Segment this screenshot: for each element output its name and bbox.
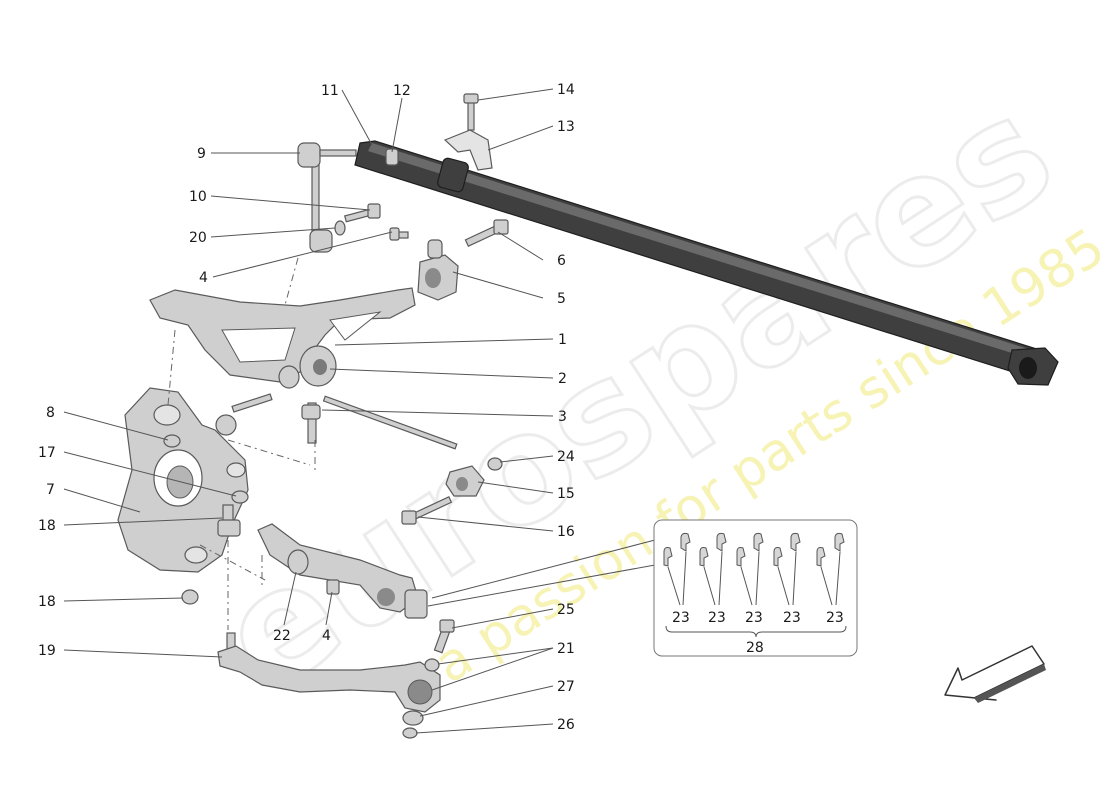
callout-2: 2 — [558, 371, 567, 387]
callout-25: 25 — [557, 602, 575, 618]
nut-17 — [231, 490, 249, 504]
callout-11: 11 — [321, 83, 339, 99]
callout-16: 16 — [557, 524, 575, 540]
callout-20: 20 — [189, 230, 207, 246]
clip-12 — [385, 148, 399, 166]
callout-7: 7 — [46, 482, 55, 498]
callout-13: 13 — [557, 119, 575, 135]
leader-lines — [63, 88, 656, 734]
clip-kit-group-label: 28 — [746, 640, 764, 656]
bolt-6 — [464, 219, 509, 248]
bolt-4-lower — [326, 579, 340, 595]
bolt-14 — [463, 93, 479, 131]
stabilizer-link — [297, 142, 357, 253]
bolt-4-upper — [389, 227, 409, 241]
cap-26 — [402, 727, 418, 739]
group-brace — [665, 625, 847, 638]
callout-26: 26 — [557, 717, 575, 733]
direction-arrow-icon — [944, 645, 1046, 703]
clip-label-23-5: 23 — [826, 610, 844, 626]
callout-21: 21 — [557, 641, 575, 657]
callout-8: 8 — [46, 405, 55, 421]
callout-17: 17 — [38, 445, 56, 461]
washer-20 — [334, 220, 346, 236]
clip-leader-lines — [667, 551, 841, 606]
clip-label-23-3: 23 — [745, 610, 763, 626]
callout-15: 15 — [557, 486, 575, 502]
nut-18-lower — [181, 589, 199, 605]
callout-1: 1 — [558, 332, 567, 348]
bar-bushing — [437, 157, 469, 193]
stud-18-upper — [217, 504, 241, 537]
callout-22: 22 — [273, 628, 291, 644]
nut-24 — [487, 457, 503, 471]
watermark-brand: eurospares — [191, 64, 1081, 726]
clip-label-23-4: 23 — [783, 610, 801, 626]
callout-14: 14 — [557, 82, 575, 98]
bolt-10 — [343, 203, 381, 223]
callout-4-upper: 4 — [199, 270, 208, 286]
assembly-dash-lines — [167, 257, 316, 630]
callout-18-upper: 18 — [38, 518, 56, 534]
clip-label-23-1: 23 — [672, 610, 690, 626]
callout-5: 5 — [557, 291, 566, 307]
callout-numbers: 11 12 14 13 9 10 20 4 6 5 1 2 3 24 15 16… — [38, 82, 575, 733]
wheel-knuckle — [117, 387, 249, 573]
tie-rod — [215, 393, 485, 497]
clip-label-23-2: 23 — [708, 610, 726, 626]
lower-control-arm — [217, 632, 441, 713]
clip-kit-inset: 23 23 23 23 23 28 — [653, 519, 858, 657]
nut-21 — [424, 658, 440, 672]
nut-8 — [163, 434, 181, 448]
callout-3: 3 — [558, 409, 567, 425]
callout-12: 12 — [393, 83, 411, 99]
callout-24: 24 — [557, 449, 575, 465]
callout-27: 27 — [557, 679, 575, 695]
washer-27 — [402, 710, 424, 726]
bolt-16 — [401, 496, 453, 525]
clip-icons — [663, 532, 845, 567]
callout-18-lower: 18 — [38, 594, 56, 610]
callout-9: 9 — [197, 146, 206, 162]
callout-4-lower: 4 — [322, 628, 331, 644]
callout-6: 6 — [557, 253, 566, 269]
toe-link-arm — [257, 523, 428, 619]
stabilizer-bar — [354, 140, 1059, 386]
upper-control-arm — [149, 287, 416, 389]
callout-10: 10 — [189, 189, 207, 205]
bar-bracket — [443, 129, 493, 171]
callout-19: 19 — [38, 643, 56, 659]
bolt-25 — [433, 619, 455, 654]
bushing-5 — [417, 239, 459, 301]
